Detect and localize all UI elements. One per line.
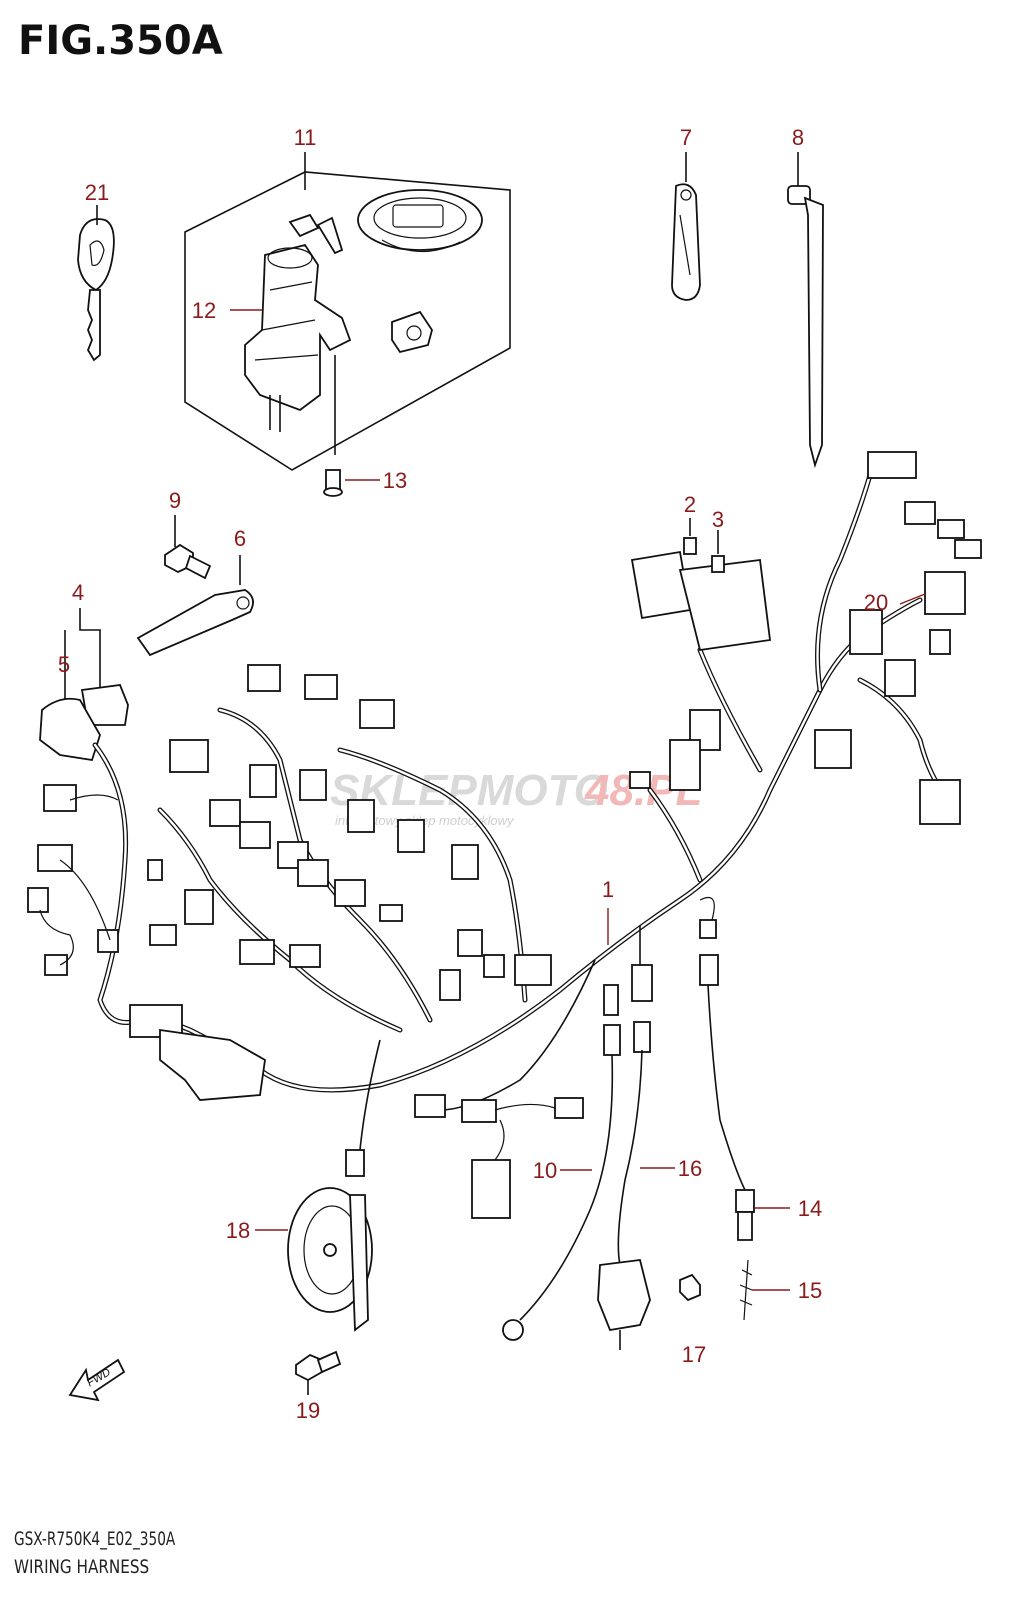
callout-7[interactable]: 7 <box>680 125 692 150</box>
model-code: GSX-R750K4_E02_350A <box>14 1528 176 1550</box>
callout-21[interactable]: 21 <box>85 180 109 205</box>
key-blade <box>86 289 101 362</box>
key[interactable] <box>77 205 115 362</box>
harness-connectors-lower[interactable] <box>414 959 596 1219</box>
horn[interactable] <box>255 1039 381 1332</box>
screw-13 <box>325 469 341 491</box>
bolt-9[interactable] <box>164 515 212 580</box>
callout-4[interactable]: 4 <box>72 580 84 605</box>
callout-20[interactable]: 20 <box>864 590 888 615</box>
callout-9[interactable]: 9 <box>169 488 181 513</box>
callout-16[interactable]: 16 <box>678 1156 702 1181</box>
fuse-box <box>630 550 692 620</box>
callout-14[interactable]: 14 <box>798 1196 822 1221</box>
watermark-brand-left: SKLEPMOTO <box>330 766 608 815</box>
callout-6[interactable]: 6 <box>234 526 246 551</box>
callouts: 1 2 3 4 5 6 7 8 9 10 11 12 13 14 15 16 1… <box>58 125 888 1423</box>
callout-18[interactable]: 18 <box>226 1218 250 1243</box>
callout-13[interactable]: 13 <box>383 468 407 493</box>
fwd-arrow: FWD <box>68 1358 126 1402</box>
leader-lines <box>230 309 926 945</box>
callout-19[interactable]: 19 <box>296 1398 320 1423</box>
callout-11[interactable]: 11 <box>294 125 317 150</box>
clamp-7[interactable] <box>671 152 701 301</box>
callout-1[interactable]: 1 <box>602 877 614 902</box>
cable-tie-8[interactable] <box>787 152 824 469</box>
relay-20 <box>924 571 966 615</box>
callout-12[interactable]: 12 <box>192 298 216 323</box>
bracket-6[interactable] <box>136 555 254 657</box>
callout-2[interactable]: 2 <box>684 492 696 517</box>
callout-5[interactable]: 5 <box>58 652 70 677</box>
side-stand-switch-harness[interactable] <box>597 925 701 1350</box>
relay-cover-5 <box>39 697 101 762</box>
side-stand-switch <box>597 1259 651 1332</box>
callout-8[interactable]: 8 <box>792 125 804 150</box>
connector <box>43 784 77 812</box>
callout-10[interactable]: 10 <box>533 1158 557 1183</box>
key-head <box>77 218 115 292</box>
diagram-caption: WIRING HARNESS <box>14 1556 150 1578</box>
ignition-switch <box>244 243 352 412</box>
ground-lead-10[interactable] <box>502 984 621 1341</box>
starter-relay-harness[interactable] <box>27 608 143 1025</box>
figure-title: FIG.350A <box>18 18 223 64</box>
fuse-3 <box>711 555 725 573</box>
screw-17 <box>679 1273 701 1302</box>
seat-lock <box>391 310 433 354</box>
fuse-2 <box>683 537 697 555</box>
oil-pressure-switch-14[interactable] <box>699 954 790 1321</box>
main-wiring-harness[interactable] <box>129 451 982 1101</box>
bolt-19[interactable] <box>295 1350 342 1395</box>
fuel-tank-cap <box>357 189 483 251</box>
ignition-switch-set[interactable] <box>184 152 511 497</box>
callout-15[interactable]: 15 <box>798 1278 822 1303</box>
callout-3[interactable]: 3 <box>712 507 724 532</box>
callout-17[interactable]: 17 <box>682 1342 706 1367</box>
